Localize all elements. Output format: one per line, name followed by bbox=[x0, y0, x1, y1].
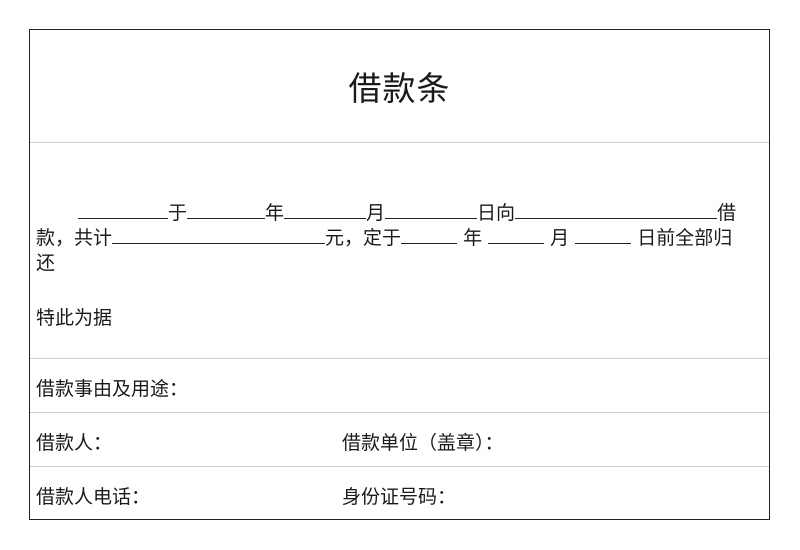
purpose-section: 借款事由及用途： bbox=[30, 358, 769, 412]
day-blank[interactable] bbox=[385, 201, 478, 219]
loan-paragraph: 于年月日向借款，共计元，定于 年 月 日前全部归还 bbox=[36, 201, 766, 276]
text-nian2: 年 bbox=[457, 227, 489, 249]
borrower-label: 借款人： bbox=[36, 432, 113, 454]
borrower-phone-label: 借款人电话： bbox=[36, 486, 151, 508]
repay-month-blank[interactable] bbox=[488, 226, 545, 244]
contact-section: 借款人电话： 身份证号码： bbox=[30, 466, 769, 521]
text-yue2: 月 bbox=[544, 227, 576, 249]
body-section: 于年月日向借款，共计元，定于 年 月 日前全部归还 特此为据 bbox=[30, 142, 769, 358]
title-section: 借款条 bbox=[30, 30, 769, 142]
text-huan: 还 bbox=[36, 252, 56, 274]
borrower-section: 借款人： 借款单位（盖章）： bbox=[30, 412, 769, 466]
text-riqian: 日前全部归 bbox=[631, 227, 733, 249]
month-blank[interactable] bbox=[284, 201, 367, 219]
text-rixiang: 日向 bbox=[477, 202, 516, 224]
borrowing-unit-label: 借款单位（盖章）： bbox=[342, 432, 504, 454]
lender-name-blank[interactable] bbox=[515, 201, 718, 219]
closing-note: 特此为据 bbox=[36, 307, 113, 329]
repay-day-blank[interactable] bbox=[575, 226, 632, 244]
purpose-label: 借款事由及用途： bbox=[36, 378, 189, 400]
year-blank[interactable] bbox=[187, 201, 266, 219]
text-yuan-dingyu: 元，定于 bbox=[325, 227, 402, 249]
amount-blank[interactable] bbox=[112, 226, 326, 244]
repay-year-blank[interactable] bbox=[401, 226, 458, 244]
text-kuan-gongji: 款，共计 bbox=[36, 227, 113, 249]
id-number-label: 身份证号码： bbox=[342, 486, 457, 508]
form-title: 借款条 bbox=[348, 69, 451, 108]
text-nian: 年 bbox=[265, 202, 285, 224]
text-jie: 借 bbox=[717, 202, 737, 224]
text-yue: 月 bbox=[366, 202, 386, 224]
text-yu: 于 bbox=[168, 202, 188, 224]
loan-note-form: 借款条 于年月日向借款，共计元，定于 年 月 日前全部归还 特此为据 借款事由及… bbox=[29, 29, 770, 520]
borrower-name-blank[interactable] bbox=[78, 201, 168, 219]
